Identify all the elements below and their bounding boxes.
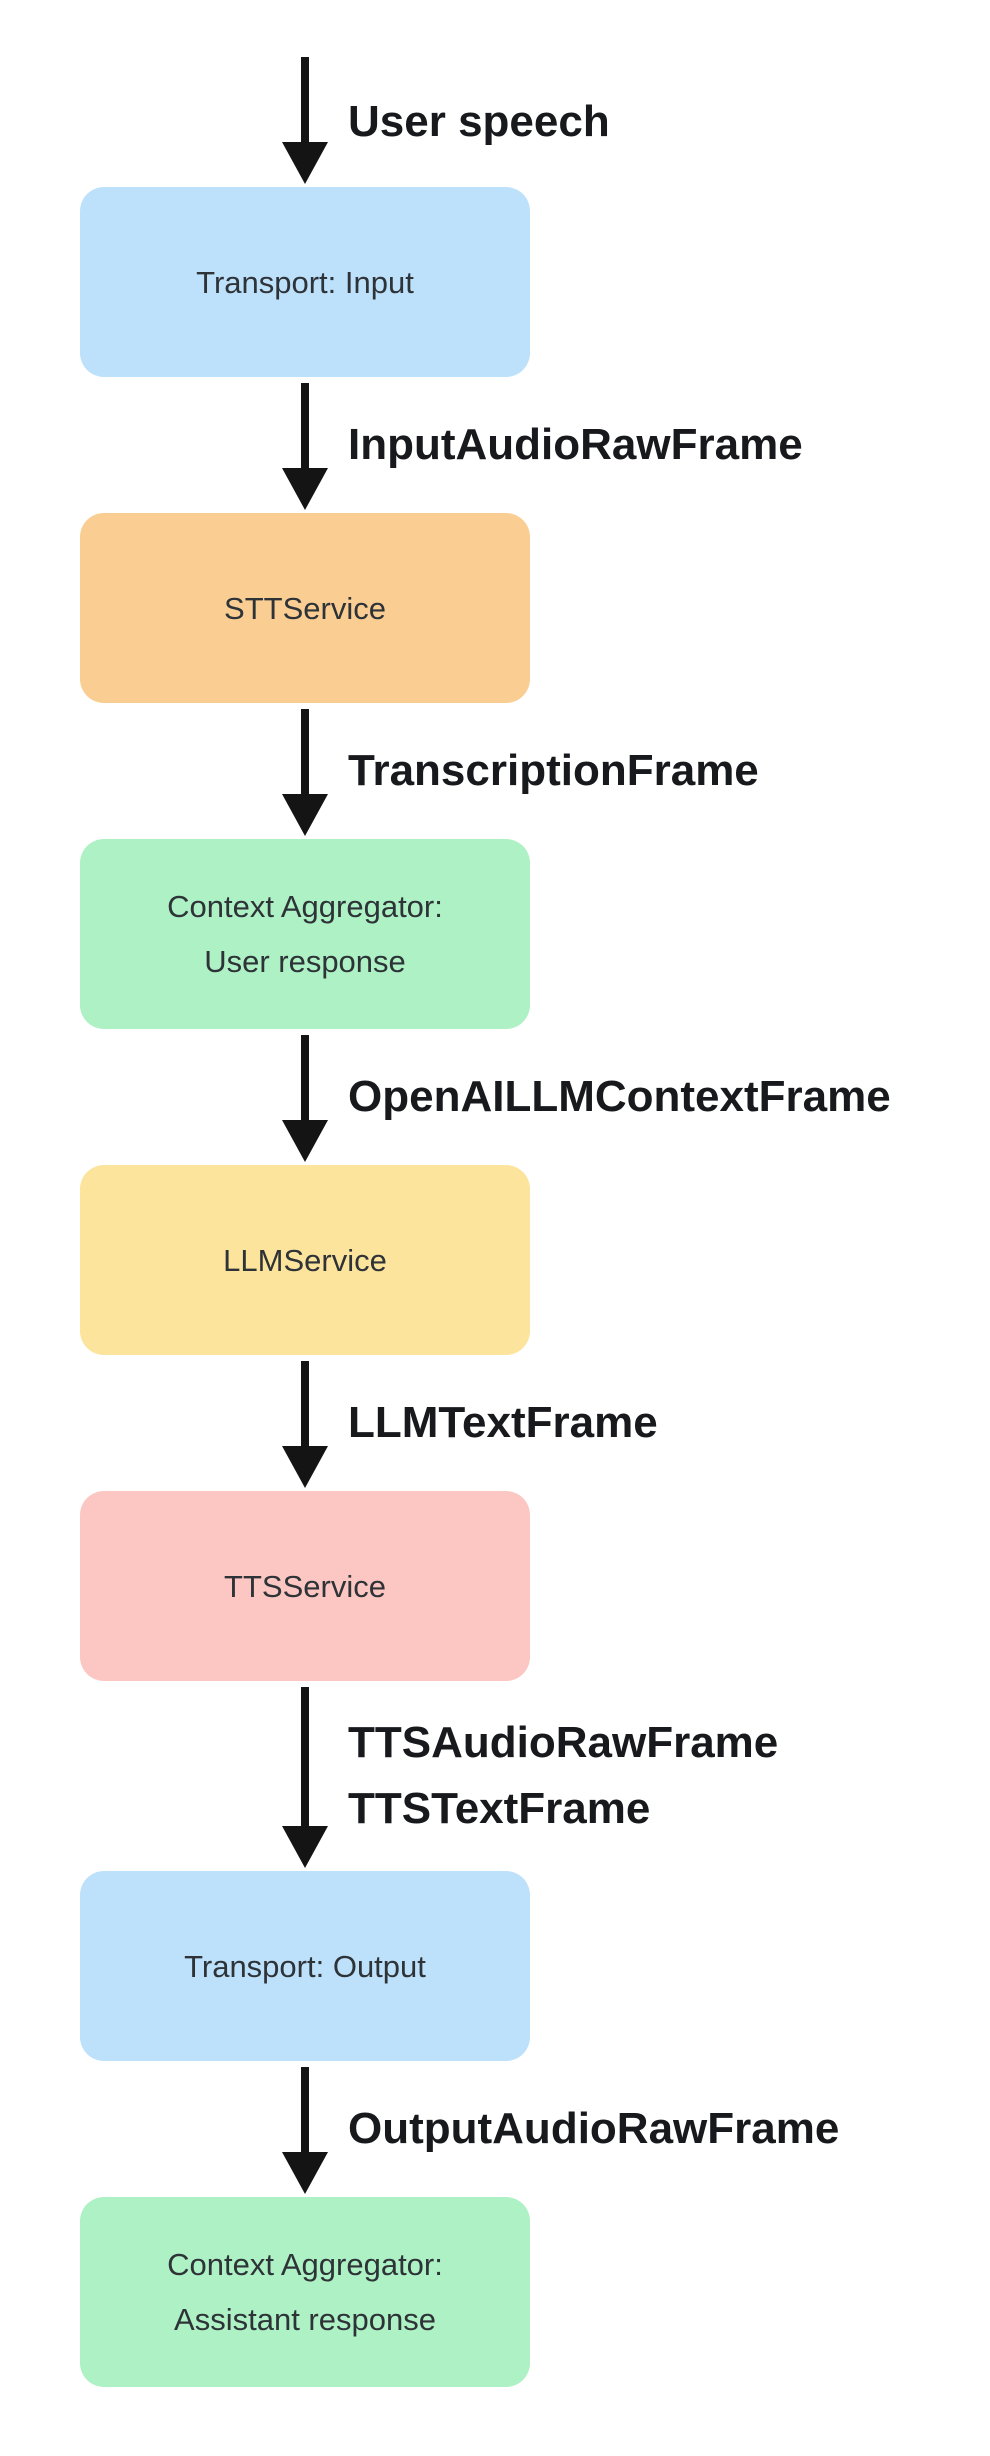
edge-label-line: TTSTextFrame (348, 1784, 651, 1833)
arrow-shaft (301, 383, 309, 473)
edge-tts-audio-and-text-frames: TTSAudioRawFrame TTSTextFrame (0, 1681, 990, 1871)
node-label-line: Assistant response (174, 2302, 436, 2337)
down-arrow-icon (282, 794, 328, 836)
edge-user-speech: User speech (0, 57, 990, 187)
edge-label: OutputAudioRawFrame (348, 2096, 839, 2162)
down-arrow-icon (282, 1446, 328, 1488)
node-label-line: Context Aggregator: (167, 2247, 443, 2282)
node-label: LLMService (223, 1233, 387, 1288)
edge-llm-text-frame: LLMTextFrame (0, 1355, 990, 1491)
node-label-line: User response (204, 944, 406, 979)
node-llm-service: LLMService (80, 1165, 530, 1355)
edge-label: InputAudioRawFrame (348, 412, 803, 478)
edge-label: OpenAILLMContextFrame (348, 1064, 891, 1130)
edge-label: TranscriptionFrame (348, 738, 759, 804)
edge-label-line: User speech (348, 97, 610, 146)
edge-label: TTSAudioRawFrame TTSTextFrame (348, 1710, 778, 1842)
down-arrow-icon (282, 468, 328, 510)
arrow-shaft (301, 2067, 309, 2157)
node-label-line: STTService (224, 590, 386, 626)
edge-openai-llm-context-frame: OpenAILLMContextFrame (0, 1029, 990, 1165)
node-label-line: Context Aggregator: (167, 889, 443, 924)
down-arrow-icon (282, 1826, 328, 1868)
node-label: Transport: Input (196, 255, 414, 310)
arrow-shaft (301, 1361, 309, 1451)
node-label: Context Aggregator: Assistant response (167, 2237, 443, 2347)
node-context-aggregator-user: Context Aggregator: User response (80, 839, 530, 1029)
edge-output-audio-raw-frame: OutputAudioRawFrame (0, 2061, 990, 2197)
edge-input-audio-raw-frame: InputAudioRawFrame (0, 377, 990, 513)
node-transport-output: Transport: Output (80, 1871, 530, 2061)
arrow-shaft (301, 1687, 309, 1831)
node-stt-service: STTService (80, 513, 530, 703)
node-label: Context Aggregator: User response (167, 879, 443, 989)
edge-label-line: OpenAILLMContextFrame (348, 1072, 891, 1121)
down-arrow-icon (282, 2152, 328, 2194)
node-tts-service: TTSService (80, 1491, 530, 1681)
node-label-line: LLMService (223, 1242, 387, 1278)
node-label-line: TTSService (224, 1568, 386, 1604)
node-label: Transport: Output (184, 1939, 426, 1994)
edge-label: User speech (348, 89, 610, 155)
edge-transcription-frame: TranscriptionFrame (0, 703, 990, 839)
arrow-shaft (301, 1035, 309, 1125)
edge-label-line: OutputAudioRawFrame (348, 2104, 840, 2153)
edge-label-line: LLMTextFrame (348, 1398, 658, 1447)
down-arrow-icon (282, 142, 328, 184)
node-label-line: Transport: Output (184, 1948, 426, 1984)
node-label: STTService (224, 581, 386, 636)
arrow-shaft (301, 57, 309, 147)
edge-label: LLMTextFrame (348, 1390, 658, 1456)
edge-label-line: TranscriptionFrame (348, 746, 759, 795)
node-label-line: Transport: Input (196, 264, 414, 300)
node-transport-input: Transport: Input (80, 187, 530, 377)
arrow-shaft (301, 709, 309, 799)
down-arrow-icon (282, 1120, 328, 1162)
edge-label-line: InputAudioRawFrame (348, 420, 803, 469)
edge-label-line: TTSAudioRawFrame (348, 1718, 779, 1767)
node-context-aggregator-assistant: Context Aggregator: Assistant response (80, 2197, 530, 2387)
node-label: TTSService (224, 1559, 386, 1614)
